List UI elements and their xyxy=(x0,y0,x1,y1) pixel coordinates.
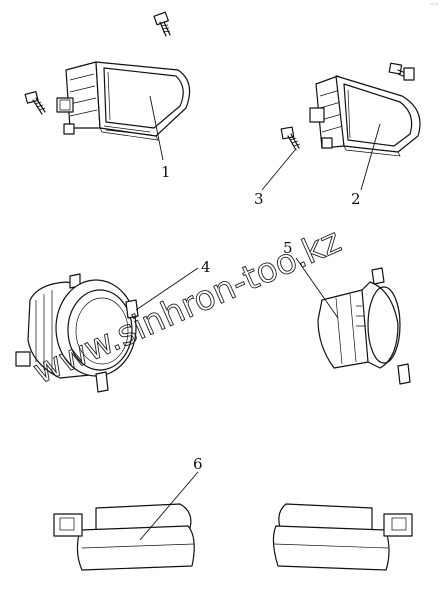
part-1-left-fog-lamp xyxy=(56,61,191,141)
callout-3: 3 xyxy=(254,190,264,208)
callout-4: 4 xyxy=(201,258,211,276)
part-6-right-module xyxy=(272,503,413,571)
part-2-right-fog-lamp xyxy=(309,75,421,157)
part-5-right-round-fog-lamp xyxy=(317,267,411,385)
part-6-left-module xyxy=(53,503,195,571)
part-3-bolt xyxy=(280,126,301,151)
leader-lines xyxy=(135,95,381,541)
callout-1: 1 xyxy=(161,163,171,181)
bolt-icon xyxy=(24,90,46,115)
callout-2: 2 xyxy=(351,190,361,208)
part-4-left-round-fog-lamp xyxy=(15,273,139,393)
corner-mark: ~~ xyxy=(430,2,438,8)
callout-5: 5 xyxy=(283,239,293,257)
bolt-icon xyxy=(388,62,415,81)
bolt-icon xyxy=(153,11,171,37)
callout-6: 6 xyxy=(193,455,203,473)
